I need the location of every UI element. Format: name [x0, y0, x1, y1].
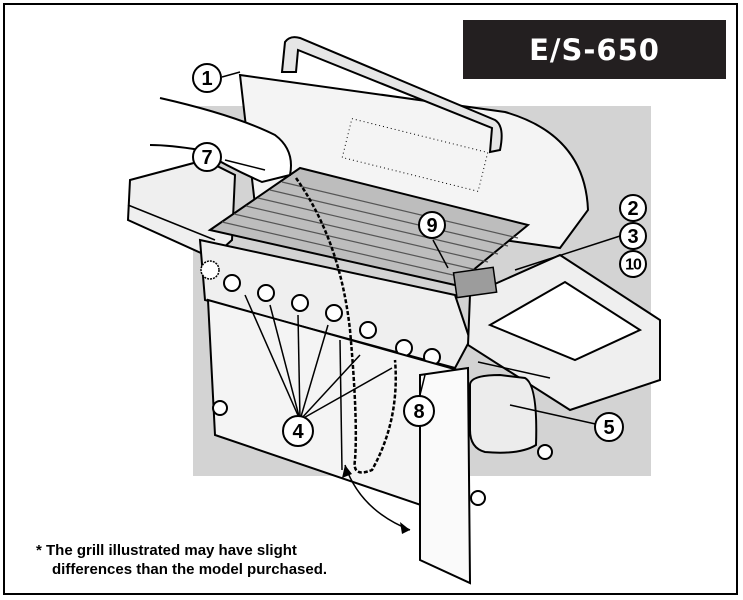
callout-4-label: 4	[292, 421, 304, 443]
cooking-grate	[207, 166, 531, 287]
leader-line-3	[514, 235, 621, 271]
probe-cable	[294, 177, 397, 474]
control-knob	[359, 321, 377, 339]
footnote-line-2: differences than the model purchased.	[52, 561, 328, 578]
cabinet-door-open	[419, 366, 472, 585]
control-knob	[325, 304, 343, 322]
leader-line-5	[509, 404, 601, 426]
hand-arm	[149, 97, 292, 184]
footnote-line-1: * The grill illustrated may have slight	[36, 542, 297, 559]
callout-7-label: 7	[201, 147, 212, 169]
leader-line-4	[244, 294, 301, 421]
leader-line-8	[419, 374, 426, 396]
callout-8-label: 8	[413, 401, 424, 423]
callout-7-circle	[192, 142, 222, 172]
callout-2-label: 2	[627, 198, 638, 220]
callout-8-circle	[403, 395, 435, 427]
control-knob	[257, 284, 275, 302]
callout-10-circle	[619, 250, 647, 278]
model-title-box: E/S-650	[463, 20, 726, 79]
callout-1-label: 1	[201, 68, 212, 90]
control-knob	[291, 294, 309, 312]
callout-10-label: 10	[625, 257, 642, 274]
callout-1-circle	[192, 63, 222, 93]
callout-9-circle	[418, 211, 446, 239]
leader-line-9	[432, 239, 449, 269]
control-panel	[198, 238, 472, 370]
callout-9-label: 9	[426, 215, 437, 237]
callout-3-circle	[619, 222, 647, 250]
callout-4-circle	[282, 415, 314, 447]
callout-2-circle	[619, 194, 647, 222]
lid-handle	[280, 36, 503, 154]
smoker-box	[452, 266, 498, 299]
control-knob	[223, 274, 241, 292]
footnote: * The grill illustrated may have slight …	[36, 541, 327, 579]
leader-line-7	[224, 159, 266, 171]
callout-5-label: 5	[603, 417, 614, 439]
callout-3-label: 3	[627, 226, 638, 248]
leader-line-1	[221, 71, 241, 78]
side-burner-cover	[487, 280, 643, 362]
ignition-button	[200, 260, 220, 280]
lid-vent	[341, 118, 489, 192]
propane-tank	[469, 373, 538, 454]
callout-5-circle	[594, 412, 624, 442]
model-title: E/S-650	[529, 32, 660, 67]
